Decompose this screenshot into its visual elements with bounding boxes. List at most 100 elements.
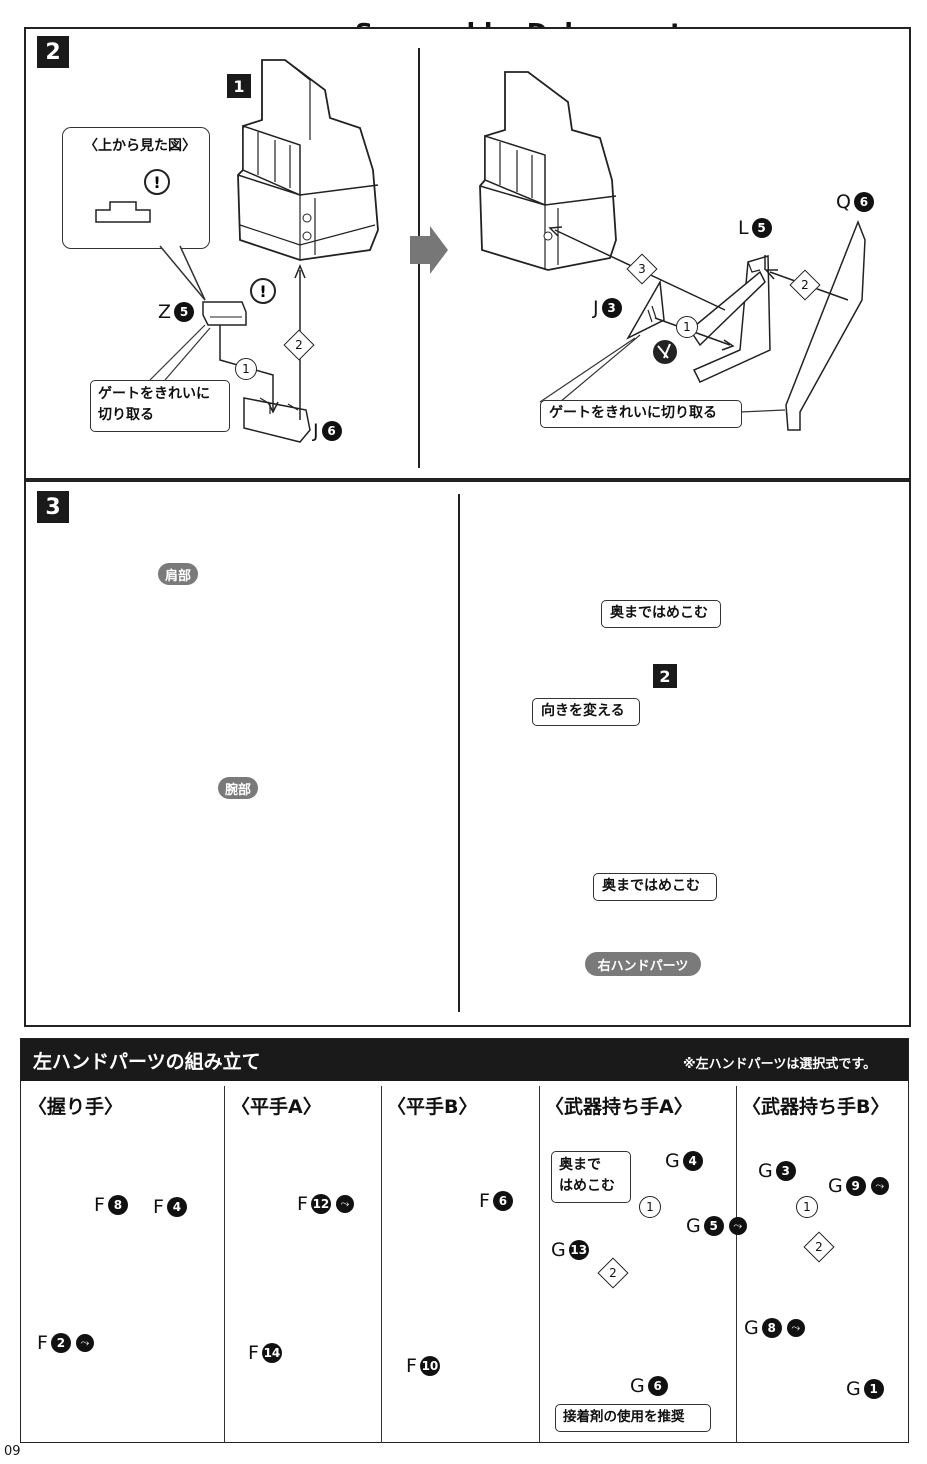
glue-icon: ⤳ xyxy=(75,1334,94,1352)
part-letter: F xyxy=(406,1355,417,1377)
hand-section-note: ※左ハンドパーツは選択式です。 xyxy=(683,1057,877,1072)
glue-icon: ⤳ xyxy=(786,1319,805,1337)
part-letter: G xyxy=(744,1317,759,1339)
hand-cell-title-flat-b: 〈平手B〉 xyxy=(387,1096,478,1118)
part-number: 6 xyxy=(647,1376,668,1396)
weapon-a-push-note: 奥まで はめこむ xyxy=(551,1151,631,1203)
part-number: 10 xyxy=(419,1356,440,1376)
order-1-right: 1 xyxy=(676,316,698,338)
part-letter: G xyxy=(828,1175,843,1197)
part-number: 5 xyxy=(174,302,195,322)
part-number: 5 xyxy=(751,218,772,238)
hand-section-panel xyxy=(20,1038,909,1443)
part-letter: Q xyxy=(836,191,851,213)
gate-note-left: ゲートをきれいに 切り取る xyxy=(90,380,230,432)
hand-cell-flat-a xyxy=(225,1086,382,1443)
part-letter: F xyxy=(248,1342,259,1364)
order-label: 3 xyxy=(638,262,646,276)
page-number: 09 xyxy=(4,1444,21,1459)
order-1-weapon-a: 1 xyxy=(639,1196,661,1218)
part-number: 3 xyxy=(601,298,622,318)
push-in-top-note: 奥まではめこむ xyxy=(601,600,721,628)
part-letter: G xyxy=(846,1378,861,1400)
part-number: 3 xyxy=(775,1161,796,1181)
part-letter: F xyxy=(479,1190,490,1212)
hand-cell-flat-b xyxy=(382,1086,540,1443)
push-in-bottom-note: 奥まではめこむ xyxy=(593,873,717,901)
subassembly-1-badge: 1 xyxy=(227,74,251,98)
arm-label: 腕部 xyxy=(218,777,258,799)
glue-recommended-note: 接着剤の使用を推奨 xyxy=(555,1404,711,1432)
part-number: 9 xyxy=(845,1176,866,1196)
turn-note: 向きを変える xyxy=(532,698,640,726)
part-number: 6 xyxy=(853,192,874,212)
hand-cell-grip xyxy=(21,1086,225,1443)
gate-note-right: ゲートをきれいに切り取る xyxy=(540,400,742,428)
part-letter: G xyxy=(665,1150,680,1172)
hand-cell-title-grip: 〈握り手〉 xyxy=(28,1096,124,1118)
order-label: 2 xyxy=(609,1266,617,1280)
step3-panel xyxy=(24,480,911,1027)
part-number: 1 xyxy=(863,1379,884,1399)
order-1-left: 1 xyxy=(235,358,257,380)
part-letter: J xyxy=(593,297,599,319)
part-number: 8 xyxy=(107,1195,128,1215)
part-letter: G xyxy=(686,1215,701,1237)
part-letter: Z xyxy=(158,301,172,323)
part-number: 4 xyxy=(682,1151,703,1171)
part-number: 5 xyxy=(703,1216,724,1236)
part-letter: F xyxy=(37,1332,48,1354)
order-label: 2 xyxy=(295,338,303,352)
hand-section-title: 左ハンドパーツの組み立て xyxy=(33,1051,261,1073)
hand-cell-weapon-a xyxy=(540,1086,737,1443)
order-1-weapon-b: 1 xyxy=(796,1196,818,1218)
part-letter: G xyxy=(630,1375,645,1397)
glue-icon: ⤳ xyxy=(870,1177,889,1195)
step3-divider xyxy=(458,494,460,1012)
part-letter: F xyxy=(153,1196,164,1218)
order-label: 2 xyxy=(815,1240,823,1254)
part-letter: G xyxy=(758,1160,773,1182)
right-hand-label: 右ハンドパーツ xyxy=(585,952,701,976)
hand-cell-title-weapon-a: 〈武器持ち手A〉 xyxy=(545,1096,693,1118)
part-number: 6 xyxy=(492,1191,513,1211)
top-view-bubble xyxy=(62,127,210,249)
step2-number: 2 xyxy=(37,36,69,68)
part-letter: G xyxy=(551,1239,566,1261)
subassembly-2-badge: 2 xyxy=(653,664,677,688)
glue-icon: ⤳ xyxy=(335,1195,354,1213)
hand-cell-title-flat-a: 〈平手A〉 xyxy=(231,1096,322,1118)
hand-section-header xyxy=(21,1039,908,1081)
part-number: 13 xyxy=(568,1240,589,1260)
part-number: 8 xyxy=(761,1318,782,1338)
part-number: 2 xyxy=(50,1333,71,1353)
shoulder-label: 肩部 xyxy=(158,563,198,585)
part-number: 12 xyxy=(310,1194,331,1214)
part-letter: L xyxy=(738,217,749,239)
part-letter: F xyxy=(94,1194,105,1216)
svg-text:!: ! xyxy=(153,173,160,192)
hand-cell-title-weapon-b: 〈武器持ち手B〉 xyxy=(742,1096,890,1118)
part-number: 4 xyxy=(166,1197,187,1217)
part-letter: F xyxy=(297,1193,308,1215)
part-number: 14 xyxy=(261,1343,282,1363)
step3-number: 3 xyxy=(37,491,69,523)
